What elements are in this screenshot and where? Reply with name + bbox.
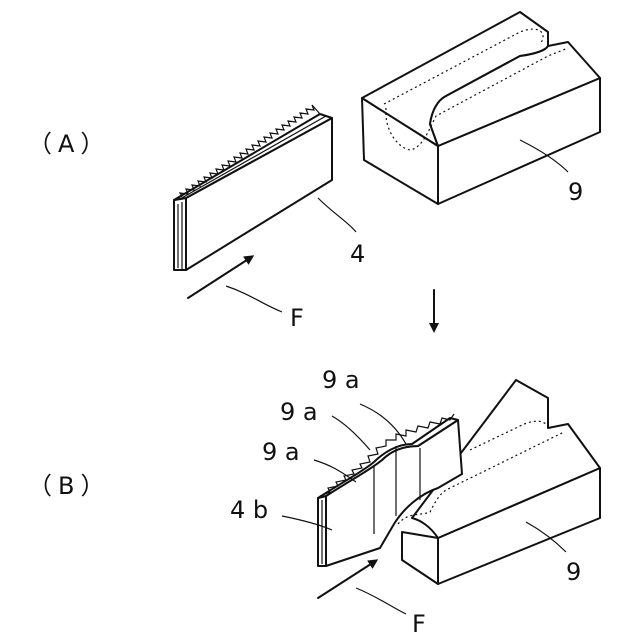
force-a-leader bbox=[226, 286, 282, 312]
core-4-label: 4 bbox=[350, 240, 365, 268]
fold-label-2: 9 a bbox=[280, 398, 318, 426]
core-4b-label: 4 b bbox=[230, 496, 268, 524]
force-b-leader bbox=[356, 588, 406, 614]
die-9-label-a: 9 bbox=[568, 178, 583, 206]
force-b-label: F bbox=[412, 610, 426, 638]
force-a-label: F bbox=[290, 304, 304, 332]
fold-label-3: 9 a bbox=[262, 438, 300, 466]
fold-2-leader bbox=[332, 416, 370, 450]
fold-1-leader bbox=[360, 404, 406, 444]
die-block-a bbox=[362, 12, 600, 204]
panel-label-b: （B） bbox=[28, 472, 110, 500]
fold-label-1: 9 a bbox=[322, 366, 360, 394]
die-9-label-b: 9 bbox=[566, 558, 581, 586]
core-4-leader bbox=[318, 198, 356, 232]
panel-label-a: （A） bbox=[28, 130, 110, 158]
core-panel-4 bbox=[174, 105, 332, 270]
